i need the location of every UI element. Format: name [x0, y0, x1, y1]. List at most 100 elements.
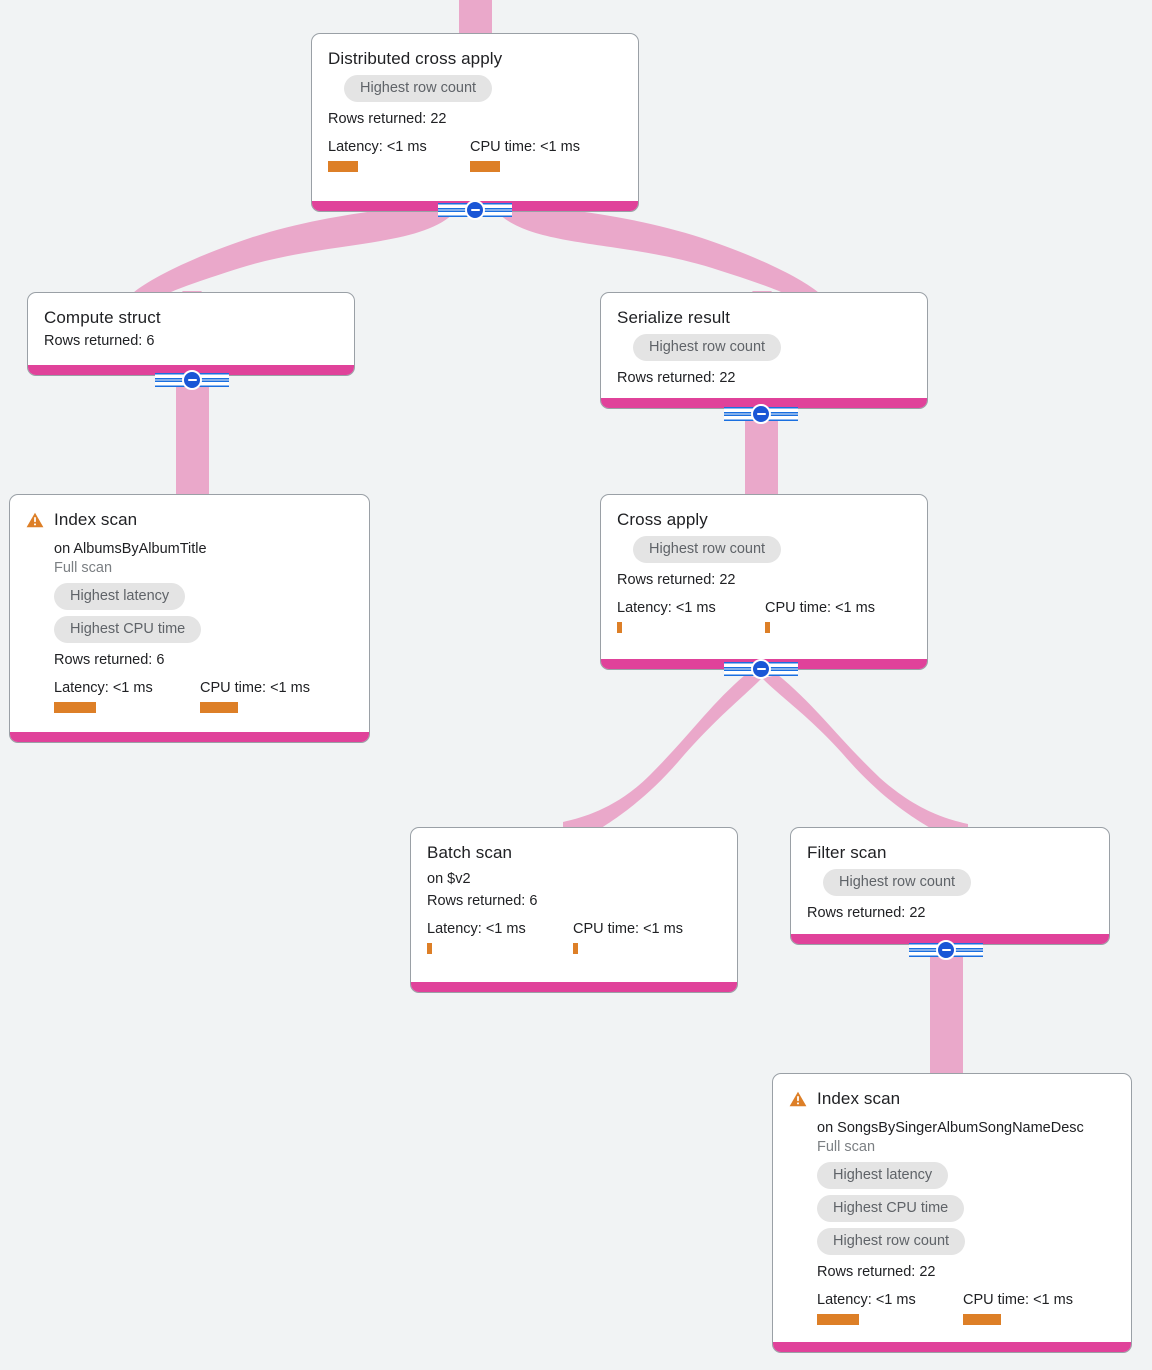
node-footer	[411, 982, 737, 992]
node-metrics: Latency: <1 ms CPU time: <1 ms	[817, 1291, 1115, 1325]
plan-node-filter-scan[interactable]: Filter scan Highest row count Rows retur…	[790, 827, 1110, 945]
node-subtitle: on AlbumsByAlbumTitle	[54, 541, 207, 557]
latency-bar	[817, 1314, 859, 1325]
edge-root-to-serialize-result	[497, 205, 819, 293]
node-title: Batch scan	[427, 843, 513, 862]
latency-label: Latency: <1 ms	[328, 139, 427, 155]
plan-node-index-scan-albums[interactable]: Index scan on AlbumsByAlbumTitle Full sc…	[9, 494, 370, 743]
node-body: Batch scan on $v2 Rows returned: 6 Laten…	[411, 828, 737, 982]
latency-bar	[617, 622, 622, 633]
cpu-bar	[470, 161, 500, 172]
plan-node-index-scan-songs[interactable]: Index scan on SongsBySingerAlbumSongName…	[772, 1073, 1132, 1353]
node-title-row: Cross apply	[617, 509, 911, 530]
plan-node-serialize-result[interactable]: Serialize result Highest row count Rows …	[600, 292, 928, 409]
node-body: Compute struct Rows returned: 6	[28, 293, 354, 365]
cpu-bar	[963, 1314, 1001, 1325]
latency-label: Latency: <1 ms	[54, 680, 153, 696]
edge-cross-apply-to-filter-scan	[762, 675, 968, 830]
node-chips: Highest row count	[328, 75, 622, 102]
rows-returned: Rows returned: 6	[44, 333, 155, 349]
chip-highest-cpu-time: Highest CPU time	[54, 616, 202, 643]
node-title-row: Batch scan	[427, 842, 721, 863]
node-body: Filter scan Highest row count Rows retur…	[791, 828, 1109, 934]
node-subtitle: on $v2	[427, 871, 471, 887]
node-body: Cross apply Highest row count Rows retur…	[601, 495, 927, 659]
chip-highest-row-count: Highest row count	[344, 75, 493, 102]
minus-icon	[751, 659, 771, 679]
node-detail-block: on AlbumsByAlbumTitle Full scan Highest …	[26, 540, 353, 713]
collapse-toggle-cross-apply[interactable]	[724, 658, 798, 680]
chip-highest-cpu-time: Highest CPU time	[817, 1195, 965, 1222]
node-footer	[773, 1342, 1131, 1352]
latency-metric: Latency: <1 ms	[328, 138, 470, 172]
node-title-row: Compute struct	[44, 307, 338, 328]
cpu-metric: CPU time: <1 ms	[470, 138, 580, 172]
collapse-toggle-compute-struct[interactable]	[155, 369, 229, 391]
rows-returned: Rows returned: 22	[617, 572, 736, 588]
node-chips: Highest latency Highest CPU time	[54, 583, 353, 643]
cpu-bar	[573, 943, 578, 954]
node-title-row: Filter scan	[807, 842, 1093, 863]
plan-node-cross-apply[interactable]: Cross apply Highest row count Rows retur…	[600, 494, 928, 670]
chip-highest-row-count: Highest row count	[633, 334, 782, 361]
node-title: Filter scan	[807, 843, 887, 862]
node-footer	[791, 934, 1109, 944]
rows-returned: Rows returned: 22	[617, 370, 736, 386]
minus-icon	[182, 370, 202, 390]
plan-node-distributed-cross-apply[interactable]: Distributed cross apply Highest row coun…	[311, 33, 639, 212]
node-chips: Highest latency Highest CPU time Highest…	[817, 1162, 1115, 1255]
rows-returned: Rows returned: 22	[817, 1264, 936, 1280]
node-body: Serialize result Highest row count Rows …	[601, 293, 927, 398]
latency-bar	[328, 161, 358, 172]
node-chips: Highest row count	[617, 334, 911, 361]
node-title: Cross apply	[617, 510, 708, 529]
chip-highest-latency: Highest latency	[817, 1162, 949, 1189]
node-title: Index scan	[817, 1089, 901, 1108]
edge-serialize-result-to-cross-apply	[745, 418, 778, 496]
cpu-label: CPU time: <1 ms	[765, 600, 875, 616]
node-title-row: Distributed cross apply	[328, 48, 622, 69]
node-chips: Highest row count	[807, 869, 1093, 896]
cpu-metric: CPU time: <1 ms	[765, 599, 875, 633]
edge-root-to-compute-struct	[133, 205, 455, 293]
warning-icon	[26, 512, 44, 533]
latency-label: Latency: <1 ms	[617, 600, 716, 616]
cpu-label: CPU time: <1 ms	[470, 139, 580, 155]
node-title: Distributed cross apply	[328, 49, 503, 68]
latency-label: Latency: <1 ms	[817, 1292, 916, 1308]
node-metrics: Latency: <1 ms CPU time: <1 ms	[328, 138, 622, 172]
node-title: Serialize result	[617, 308, 731, 327]
cpu-metric: CPU time: <1 ms	[200, 679, 310, 713]
node-scan-type: Full scan	[54, 560, 113, 576]
plan-node-compute-struct[interactable]: Compute struct Rows returned: 6	[27, 292, 355, 376]
node-title-row: Serialize result	[617, 307, 911, 328]
collapse-toggle-distributed-cross-apply[interactable]	[438, 199, 512, 221]
rows-returned: Rows returned: 22	[807, 905, 926, 921]
collapse-toggle-filter-scan[interactable]	[909, 939, 983, 961]
edge-compute-struct-to-index-scan-albums	[176, 385, 209, 495]
latency-metric: Latency: <1 ms	[54, 679, 200, 713]
node-title: Index scan	[54, 510, 138, 529]
node-metrics: Latency: <1 ms CPU time: <1 ms	[54, 679, 353, 713]
node-title: Compute struct	[44, 308, 161, 327]
node-footer	[10, 732, 369, 742]
edge-root-inlet	[459, 0, 492, 34]
warning-icon	[789, 1091, 807, 1112]
chip-highest-row-count: Highest row count	[633, 536, 782, 563]
cpu-metric: CPU time: <1 ms	[963, 1291, 1073, 1325]
node-body: Distributed cross apply Highest row coun…	[312, 34, 638, 201]
chip-highest-row-count: Highest row count	[817, 1228, 966, 1255]
node-title-row: Index scan	[26, 509, 353, 533]
chip-highest-latency: Highest latency	[54, 583, 186, 610]
latency-bar	[54, 702, 96, 713]
plan-node-batch-scan[interactable]: Batch scan on $v2 Rows returned: 6 Laten…	[410, 827, 738, 993]
cpu-bar	[765, 622, 770, 633]
node-subtitle: on SongsBySingerAlbumSongNameDesc	[817, 1120, 1084, 1136]
latency-label: Latency: <1 ms	[427, 921, 526, 937]
collapse-toggle-serialize-result[interactable]	[724, 403, 798, 425]
minus-icon	[751, 404, 771, 424]
node-metrics: Latency: <1 ms CPU time: <1 ms	[427, 920, 721, 954]
node-detail-block: on SongsBySingerAlbumSongNameDesc Full s…	[789, 1119, 1115, 1325]
rows-returned: Rows returned: 6	[427, 893, 538, 909]
